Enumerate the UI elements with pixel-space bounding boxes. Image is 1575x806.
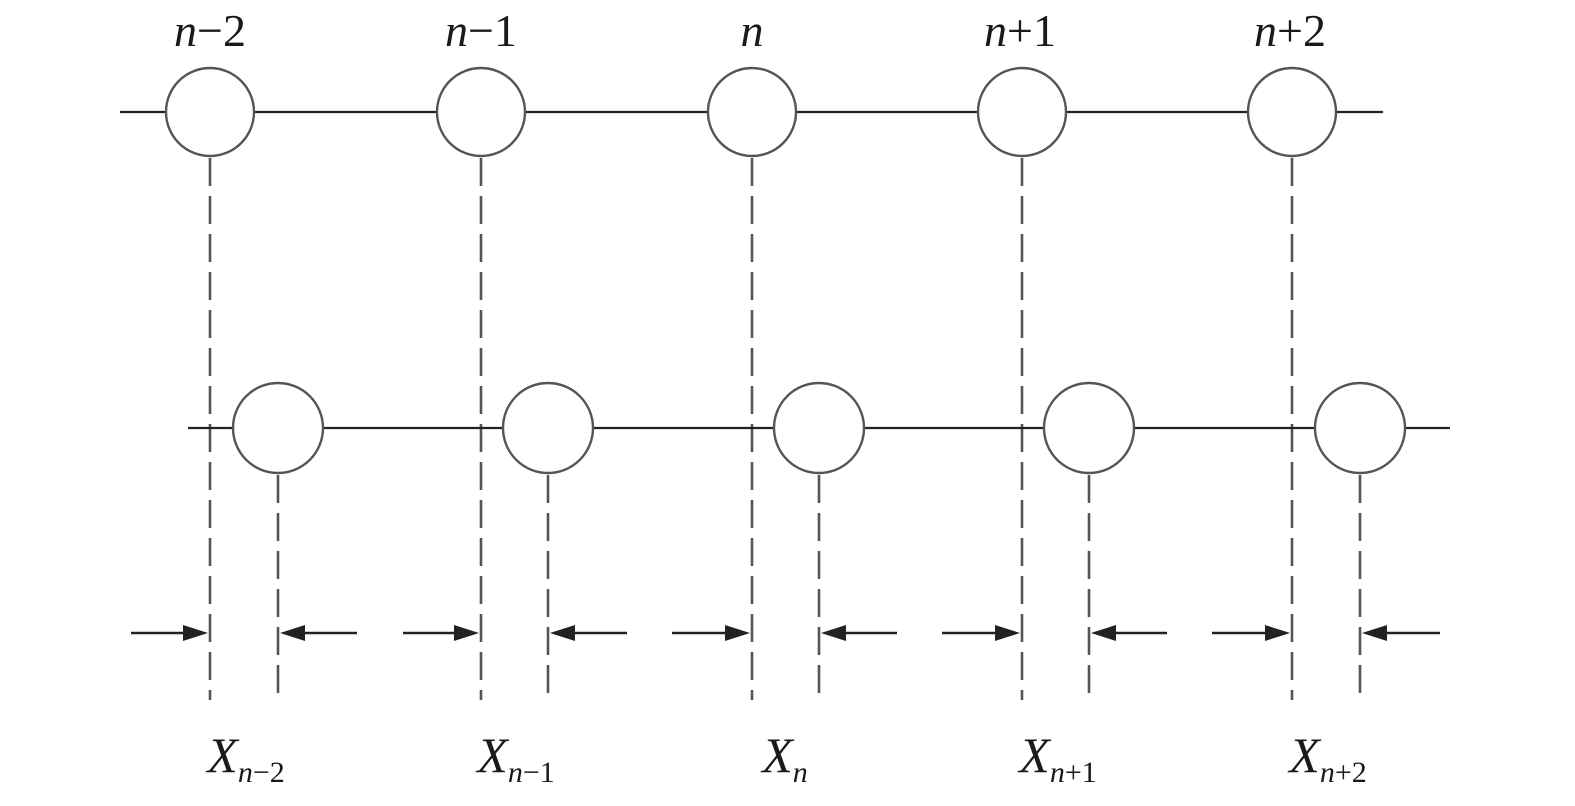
- arrow-left-head-n-plus-1: [1091, 625, 1116, 641]
- displacement-label-n: Xn: [760, 727, 808, 789]
- arrow-right-head-n-plus-2: [1265, 625, 1290, 641]
- displacement-label-n-minus-1: Xn−1: [475, 727, 554, 789]
- equilibrium-chain: [120, 66, 1383, 158]
- node-label-n-plus-2: n+2: [1254, 5, 1326, 56]
- arrow-left-head-n-plus-2: [1362, 625, 1387, 641]
- displacement-label-n-minus-2: Xn−2: [205, 727, 284, 789]
- displaced-atom-n-plus-2: [1313, 381, 1407, 475]
- arrow-right-head-n-plus-1: [995, 625, 1020, 641]
- displacement-label-n-plus-1: Xn+1: [1017, 727, 1096, 789]
- displaced-atom-n-minus-2: [231, 381, 325, 475]
- equilibrium-atom-n-minus-1: [435, 66, 527, 158]
- displacement-label-n-plus-2: Xn+2: [1287, 727, 1366, 789]
- equilibrium-atom-n-minus-2: [164, 66, 256, 158]
- arrow-right-head-n: [725, 625, 750, 641]
- arrow-left-head-n-minus-2: [280, 625, 305, 641]
- node-index-labels: n−2 n−1 n n+1 n+2: [174, 5, 1326, 56]
- arrow-right-head-n-minus-2: [183, 625, 208, 641]
- arrow-left-head-n-minus-1: [550, 625, 575, 641]
- displaced-chain: [188, 381, 1450, 475]
- displaced-atom-n-minus-1: [501, 381, 595, 475]
- node-label-n: n: [741, 5, 764, 56]
- node-label-n-minus-1: n−1: [445, 5, 517, 56]
- node-label-n-plus-1: n+1: [984, 5, 1056, 56]
- displacement-arrows: [131, 625, 1440, 641]
- displacement-labels: Xn−2 Xn−1 Xn Xn+1 Xn+2: [205, 727, 1366, 789]
- displaced-atom-n: [772, 381, 866, 475]
- node-label-n-minus-2: n−2: [174, 5, 246, 56]
- equilibrium-atom-n: [706, 66, 798, 158]
- arrow-right-head-n-minus-1: [454, 625, 479, 641]
- arrow-left-head-n: [821, 625, 846, 641]
- equilibrium-atom-n-plus-1: [976, 66, 1068, 158]
- displaced-guides: [276, 475, 1362, 700]
- equilibrium-atom-n-plus-2: [1246, 66, 1338, 158]
- displaced-atom-n-plus-1: [1042, 381, 1136, 475]
